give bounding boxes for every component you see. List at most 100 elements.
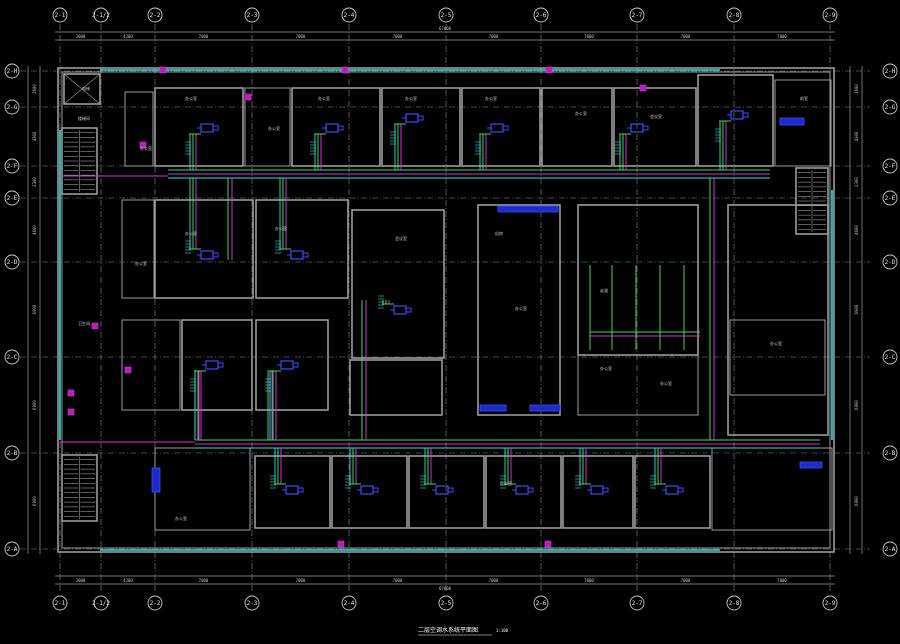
dim-right: 6900 <box>854 400 859 410</box>
grid-label: 2-7 <box>632 12 643 19</box>
grid-label: 2-F <box>885 163 896 170</box>
valve-tag <box>139 141 147 149</box>
grid-bubble-col: 2-1/2 <box>92 7 110 23</box>
dim-left: 2600 <box>32 84 37 94</box>
grid-bubble-col: 2-8 <box>726 7 742 23</box>
grid-bubble-col: 2-8 <box>726 595 742 611</box>
grid-bubble-col: 2-4 <box>341 595 357 611</box>
drawing-scale: 1:100 <box>496 628 509 633</box>
valve-tag <box>545 66 553 74</box>
grid-label: 2-A <box>7 546 18 553</box>
dim-bottom: 3000 <box>76 578 86 583</box>
grid-label: 2-1 <box>55 600 66 607</box>
pipe-network <box>60 169 820 449</box>
grid-bubble-row: 2-E <box>4 190 20 206</box>
grid-label: 2-C <box>7 354 18 361</box>
equipment-block <box>529 404 561 412</box>
grid-label: 2-3 <box>247 600 258 607</box>
grid-bubble-col: 2-1 <box>52 7 68 23</box>
valve-tag <box>159 66 167 74</box>
fan-coil-unit <box>650 475 684 495</box>
room-label: 办公室 <box>185 230 197 236</box>
grid-bubble-row: 2-C <box>882 349 898 365</box>
dim-right: 4600 <box>854 225 859 235</box>
grid-bubble-col: 2-1/2 <box>92 595 110 611</box>
grid-bubble-col: 2-9 <box>822 595 838 611</box>
top-room-row <box>124 74 832 167</box>
grid-bubble-row: 2-H <box>882 63 898 79</box>
dim-bottom: 7000 <box>199 578 209 583</box>
grid-bubble-row: 2-G <box>4 99 20 115</box>
grid-label: 2-B <box>7 450 18 457</box>
grid-label: 2-7 <box>632 600 643 607</box>
dim-top: 4200 <box>123 34 133 39</box>
room-label: 办公室 <box>515 305 527 311</box>
room-label: 办公室 <box>600 365 612 371</box>
grid-bubble-row: 2-C <box>4 349 20 365</box>
grid-label: 2-8 <box>729 12 740 19</box>
fan-coil-unit <box>270 475 304 495</box>
grid-label: 2-1/2 <box>92 12 110 19</box>
room-label: 会议室 <box>395 235 407 241</box>
valve-tag <box>67 408 75 416</box>
dim-bottom: 7000 <box>777 578 787 583</box>
grid-bubble-row: 2-B <box>4 445 20 461</box>
room-label: 办公室 <box>185 95 197 101</box>
grid-bubble-col: 2-7 <box>629 7 645 23</box>
stair-left-bottom <box>61 454 98 522</box>
room-label: 办公室 <box>660 380 672 386</box>
dim-bottom: 7000 <box>296 578 306 583</box>
grid-bubble-row: 2-H <box>4 63 20 79</box>
dim-bottom: 7000 <box>681 578 691 583</box>
grid-bubble-row: 2-D <box>4 254 20 270</box>
fan-coil-unit <box>265 360 299 392</box>
valve-tag <box>124 366 132 374</box>
grid-bubble-col: 2-7 <box>629 595 645 611</box>
dim-top: 7000 <box>296 34 306 39</box>
grid-bubble-row: 2-D <box>882 254 898 270</box>
grid-bubble-row: 2-E <box>882 190 898 206</box>
grid-label: 2-D <box>885 259 896 266</box>
valve-tag <box>341 66 349 74</box>
grid-label: 2-4 <box>344 12 355 19</box>
grid-label: 2-C <box>885 354 896 361</box>
room-label: 办公室 <box>500 480 512 486</box>
grid-label: 2-5 <box>441 600 452 607</box>
room-label: 办公室 <box>770 340 782 346</box>
fan-coil-unit <box>575 475 609 495</box>
room-label: 前室 <box>800 95 808 101</box>
grid-label: 2-9 <box>825 600 836 607</box>
equipment-block <box>151 467 161 493</box>
dim-right: 4300 <box>854 131 859 141</box>
fan-coil-unit <box>275 240 309 260</box>
grid-bubble-col: 2-3 <box>244 595 260 611</box>
dim-bottom-total: 67000 <box>439 586 452 591</box>
grid-label: 2-9 <box>825 12 836 19</box>
dim-left: 6900 <box>32 496 37 506</box>
grid-label: 2-6 <box>536 12 547 19</box>
grid-bubble-col: 2-6 <box>533 595 549 611</box>
grid-lines <box>20 24 870 592</box>
grid-bubble-col: 2-5 <box>438 595 454 611</box>
grid-bubble-col: 2-1 <box>52 595 68 611</box>
grid-label: 2-F <box>7 163 18 170</box>
grid-bubbles: 2-12-12-1/22-1/22-22-22-32-32-42-42-52-5… <box>4 7 898 611</box>
fan-coil-unit <box>475 123 509 155</box>
fan-coil-unit <box>378 295 412 315</box>
dim-left: 4300 <box>32 131 37 141</box>
pipe-branches <box>189 120 731 485</box>
dim-left: 2300 <box>32 177 37 187</box>
grid-label: 2-B <box>885 450 896 457</box>
grid-label: 2-5 <box>441 12 452 19</box>
grid-bubble-row: 2-G <box>882 99 898 115</box>
room-label: 卫生间 <box>78 320 90 326</box>
grid-bubble-col: 2-2 <box>147 7 163 23</box>
dim-bottom: 7000 <box>393 578 403 583</box>
dim-left: 6900 <box>32 304 37 314</box>
building-walls <box>57 67 835 553</box>
drawing-title: 二层空调水系统平面图 <box>418 626 478 634</box>
dim-left: 4600 <box>32 225 37 235</box>
dim-top: 7000 <box>777 34 787 39</box>
grid-label: 2-1/2 <box>92 600 110 607</box>
drawing-title-block: 二层空调水系统平面图 1:100 <box>418 626 509 636</box>
